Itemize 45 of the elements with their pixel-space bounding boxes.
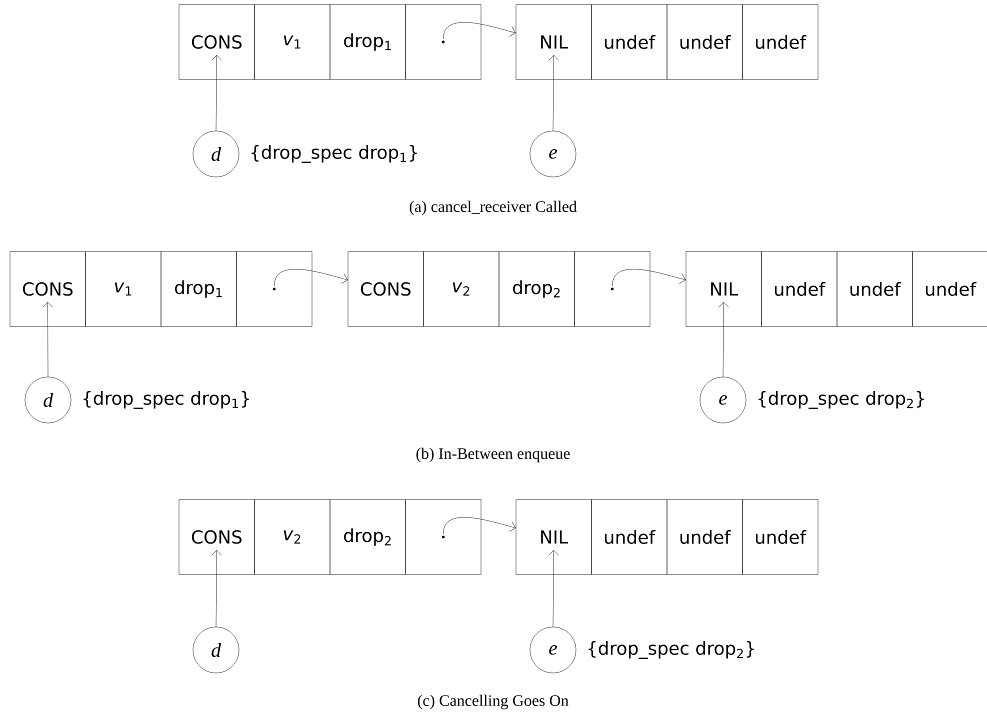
list-cell: CONS [178, 4, 255, 80]
arrow [42, 302, 53, 377]
list-cell: drop$_{2}$ [330, 499, 406, 575]
list-cell: drop$_{2}$ [498, 251, 575, 327]
drop-spec-label: {drop_spec drop$_{1}$} [84, 391, 249, 409]
pointer-cell [405, 499, 482, 575]
list-cell: undef [742, 499, 818, 575]
drop-spec-label: {drop_spec drop$_{1}$} [252, 145, 417, 163]
caption: (c) Cancelling Goes On [418, 694, 569, 710]
drop-spec-label: {drop_spec drop$_{2}$} [758, 391, 924, 409]
arrow [443, 517, 516, 534]
arrow [548, 55, 559, 131]
list-cell: undef [666, 499, 743, 575]
arrow [612, 269, 686, 286]
list-cell: v$_{1}$ [85, 251, 162, 327]
list-cell: v$_{1}$ [254, 4, 330, 80]
list-cell: NIL [686, 251, 762, 327]
list-cell: NIL [516, 4, 592, 80]
caption: (a) cancel_receiver Called [410, 200, 577, 216]
arrow [212, 55, 222, 131]
arrow [443, 22, 516, 40]
arrow [548, 550, 559, 627]
list-cell: undef [591, 499, 668, 575]
list-cell: v$_{2}$ [254, 499, 330, 575]
list-cell: undef [591, 4, 668, 80]
pointer-cell [405, 4, 482, 80]
pointer-cell [574, 251, 650, 327]
list-cell: drop$_{1}$ [160, 251, 237, 327]
list-cell: NIL [516, 499, 592, 575]
list-cell: undef [912, 251, 987, 327]
list-cell: drop$_{1}$ [330, 4, 406, 80]
list-cell: v$_{2}$ [423, 251, 500, 327]
list-cell: CONS [10, 251, 86, 327]
arrow [274, 269, 348, 286]
list-cell: undef [761, 251, 838, 327]
list-cell: undef [836, 251, 913, 327]
arrow [212, 550, 222, 627]
list-cell: undef [666, 4, 743, 80]
drop-spec-label: {drop_spec drop$_{2}$} [588, 641, 754, 659]
list-cell: undef [742, 4, 818, 80]
arrow [718, 302, 729, 377]
list-cell: CONS [348, 251, 424, 327]
list-cell: CONS [178, 499, 255, 575]
pointer-cell [236, 251, 312, 327]
caption: (b) In-Between enqueue [416, 448, 570, 462]
